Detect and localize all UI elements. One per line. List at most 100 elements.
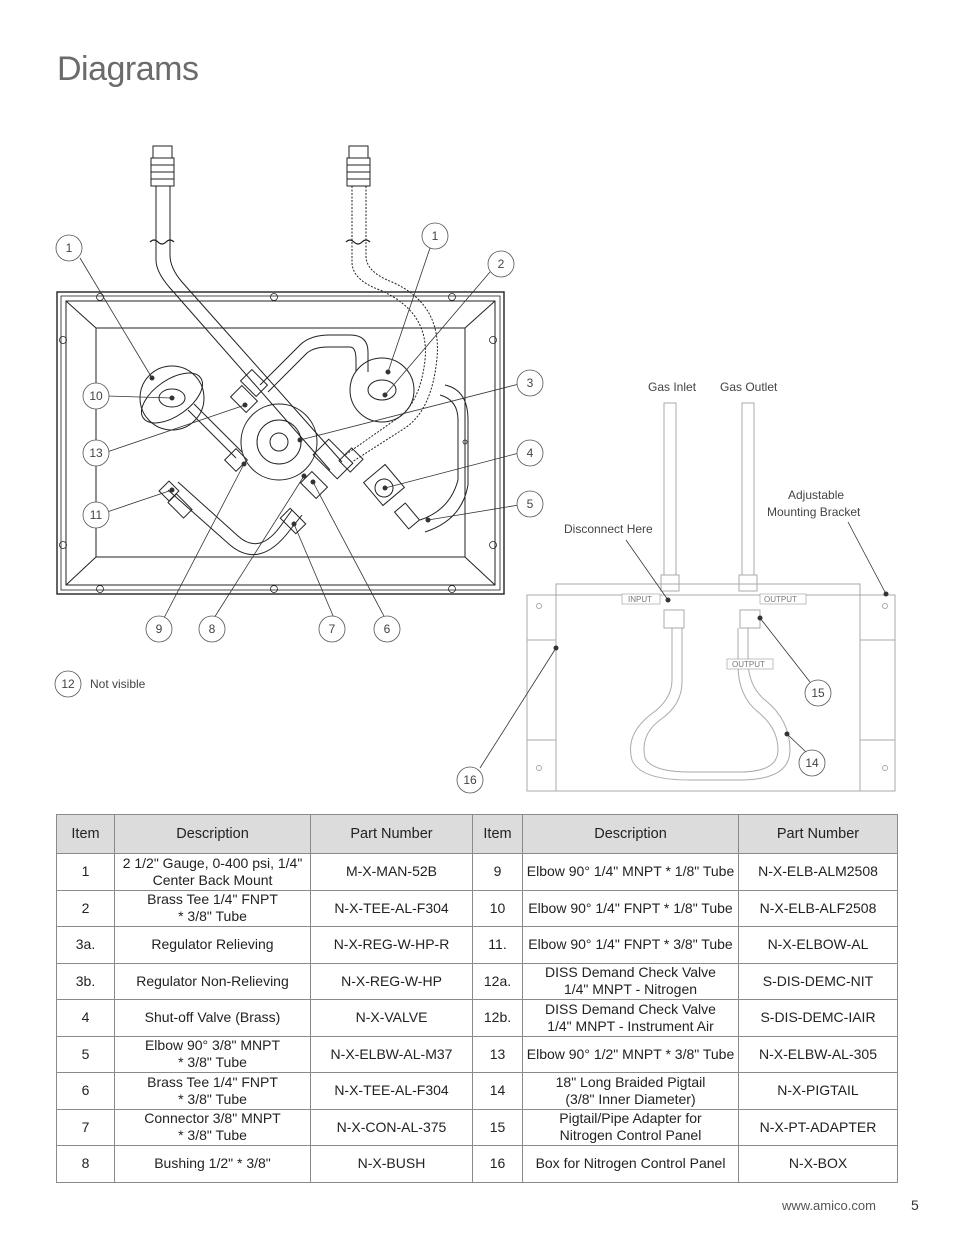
part-number-cell: N-X-PIGTAIL	[738, 1072, 898, 1110]
description-cell: Elbow 90° 1/4" MNPT * 1/8" Tube	[522, 853, 739, 891]
svg-text:1: 1	[432, 229, 439, 243]
item-cell: 6	[56, 1072, 115, 1110]
item-cell: 4	[56, 999, 115, 1037]
part-number-cell: N-X-REG-W-HP-R	[310, 926, 473, 964]
description-cell: Regulator Relieving	[114, 926, 311, 964]
svg-text:6: 6	[384, 622, 391, 636]
svg-text:7: 7	[329, 622, 336, 636]
callout-2	[487, 250, 515, 278]
description-cell: 18" Long Braided Pigtail (3/8" Inner Dia…	[522, 1072, 739, 1110]
part-number-cell: N-X-TEE-AL-F304	[310, 1072, 473, 1110]
header-part-number: Part Number	[738, 814, 898, 854]
part-number-cell: N-X-PT-ADAPTER	[738, 1108, 898, 1146]
item-cell: 13	[472, 1035, 523, 1073]
svg-text:3: 3	[527, 376, 534, 390]
gas-inlet-label: Gas Inlet	[648, 380, 697, 394]
description-cell: Shut-off Valve (Brass)	[114, 999, 311, 1037]
adjustable-bracket-label-1: Adjustable	[788, 488, 844, 502]
part-number-cell: N-X-ELB-ALM2508	[738, 853, 898, 891]
parts-table: Item Description Part Number Item Descri…	[56, 814, 898, 1183]
svg-text:2: 2	[498, 257, 505, 271]
callout-8	[198, 615, 226, 643]
item-cell: 15	[472, 1108, 523, 1146]
callout-9	[145, 615, 173, 643]
callout-15	[804, 679, 832, 707]
callout-1-right	[421, 222, 449, 250]
svg-text:15: 15	[811, 686, 825, 700]
item-cell: 8	[56, 1145, 115, 1183]
callout-6	[373, 615, 401, 643]
item-cell: 2	[56, 889, 115, 927]
part-number-cell: N-X-ELBOW-AL	[738, 926, 898, 964]
part-number-cell: S-DIS-DEMC-NIT	[738, 962, 898, 1000]
page-title: Diagrams	[57, 50, 199, 88]
part-number-cell: N-X-CON-AL-375	[310, 1108, 473, 1146]
table-header-row: Item Description Part Number Item Descri…	[56, 814, 898, 854]
header-item: Item	[472, 814, 523, 854]
item-cell: 3a.	[56, 926, 115, 964]
header-description: Description	[522, 814, 739, 854]
description-cell: Box for Nitrogen Control Panel	[522, 1145, 739, 1183]
svg-text:16: 16	[463, 773, 477, 787]
not-visible-note: Not visible	[90, 677, 146, 691]
item-cell: 7	[56, 1108, 115, 1146]
callout-11	[82, 501, 110, 529]
svg-text:14: 14	[805, 756, 819, 770]
callout-12	[54, 670, 82, 698]
part-number-cell: N-X-ELBW-AL-M37	[310, 1035, 473, 1073]
description-cell: 2 1/2" Gauge, 0-400 psi, 1/4" Center Bac…	[114, 853, 311, 891]
table-row: 4 Shut-off Valve (Brass) N-X-VALVE 12b. …	[56, 999, 898, 1037]
item-cell: 10	[472, 889, 523, 927]
description-cell: Pigtail/Pipe Adapter for Nitrogen Contro…	[522, 1108, 739, 1146]
item-cell: 16	[472, 1145, 523, 1183]
page-number: 5	[911, 1197, 919, 1213]
description-cell: Elbow 90° 1/4" FNPT * 1/8" Tube	[522, 889, 739, 927]
svg-text:8: 8	[209, 622, 216, 636]
item-cell: 11.	[472, 926, 523, 964]
header-part-number: Part Number	[310, 814, 473, 854]
footer-url[interactable]: www.amico.com	[782, 1198, 876, 1213]
header-description: Description	[114, 814, 311, 854]
item-cell: 14	[472, 1072, 523, 1110]
gas-outlet-label: Gas Outlet	[720, 380, 778, 394]
svg-text:4: 4	[527, 446, 534, 460]
svg-text:10: 10	[89, 389, 103, 403]
description-cell: Bushing 1/2" * 3/8"	[114, 1145, 311, 1183]
callout-5	[516, 490, 544, 518]
table-row: 3a. Regulator Relieving N-X-REG-W-HP-R 1…	[56, 926, 898, 964]
part-number-cell: N-X-VALVE	[310, 999, 473, 1037]
description-cell: Elbow 90° 1/2" MNPT * 3/8" Tube	[522, 1035, 739, 1073]
item-cell: 5	[56, 1035, 115, 1073]
disconnect-here-label: Disconnect Here	[564, 522, 653, 536]
item-cell: 12a.	[472, 962, 523, 1000]
callout-14	[798, 749, 826, 777]
part-number-cell: S-DIS-DEMC-IAIR	[738, 999, 898, 1037]
table-row: 1 2 1/2" Gauge, 0-400 psi, 1/4" Center B…	[56, 853, 898, 891]
table-row: 2 Brass Tee 1/4" FNPT * 3/8" Tube N-X-TE…	[56, 889, 898, 927]
callout-16	[456, 766, 484, 794]
callout-10	[82, 382, 110, 410]
item-cell: 3b.	[56, 962, 115, 1000]
part-number-cell: N-X-BOX	[738, 1145, 898, 1183]
description-cell: DISS Demand Check Valve 1/4" MNPT - Nitr…	[522, 962, 739, 1000]
description-cell: Regulator Non-Relieving	[114, 962, 311, 1000]
callout-13	[82, 439, 110, 467]
callout-3	[516, 369, 544, 397]
description-cell: Connector 3/8" MNPT * 3/8" Tube	[114, 1108, 311, 1146]
part-number-cell: N-X-ELB-ALF2508	[738, 889, 898, 927]
callout-4	[516, 439, 544, 467]
part-number-cell: M-X-MAN-52B	[310, 853, 473, 891]
svg-text:OUTPUT: OUTPUT	[732, 660, 765, 669]
table-row: 3b. Regulator Non-Relieving N-X-REG-W-HP…	[56, 962, 898, 1000]
table-row: 6 Brass Tee 1/4" FNPT * 3/8" Tube N-X-TE…	[56, 1072, 898, 1110]
description-cell: Brass Tee 1/4" FNPT * 3/8" Tube	[114, 1072, 311, 1110]
item-cell: 1	[56, 853, 115, 891]
item-cell: 9	[472, 853, 523, 891]
svg-text:INPUT: INPUT	[628, 595, 652, 604]
svg-text:1: 1	[66, 241, 73, 255]
callout-7	[318, 615, 346, 643]
item-cell: 12b.	[472, 999, 523, 1037]
svg-text:11: 11	[90, 508, 103, 522]
header-item: Item	[56, 814, 115, 854]
svg-text:5: 5	[527, 497, 534, 511]
